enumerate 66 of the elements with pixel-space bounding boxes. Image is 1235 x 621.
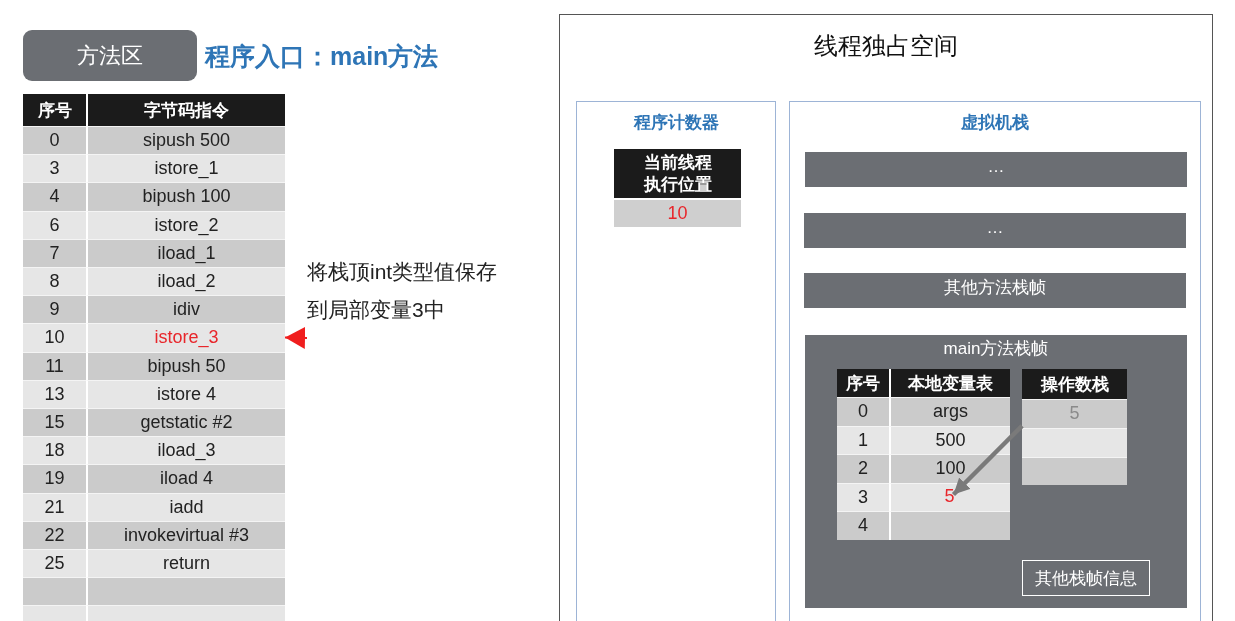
row-number-cell: 22	[23, 520, 86, 549]
instruction-cell: idiv	[86, 295, 285, 324]
panel-title: 程序计数器	[633, 112, 719, 134]
row-number-cell: 7	[23, 238, 86, 267]
stack-panel	[789, 101, 1201, 621]
row-number-cell: 21	[23, 492, 86, 521]
column-header: 本地变量表	[889, 369, 1010, 397]
column-header: 字节码指令	[86, 94, 285, 126]
row-number-cell: 1	[837, 425, 889, 454]
row-number-cell: 11	[23, 351, 86, 380]
panel-title: 虚拟机栈	[961, 112, 1029, 134]
main-frame-panel	[805, 335, 1187, 608]
instruction-cell: istore 4	[86, 379, 285, 408]
panel-title: main方法栈帧	[943, 338, 1049, 360]
column-header: 序号	[23, 94, 86, 126]
column-header: 当前线程执行位置	[642, 152, 713, 196]
instruction-cell: istore_1	[86, 154, 285, 183]
row-number-cell: 8	[23, 267, 86, 296]
row-number-cell: 6	[23, 210, 86, 239]
row-number-cell: 4	[23, 182, 86, 211]
region-tag: 方法区	[23, 30, 197, 81]
row-number-cell: 10	[23, 323, 86, 352]
instruction-cell: return	[86, 549, 285, 578]
counter-value: 10	[667, 202, 688, 225]
variable-value: 5	[943, 485, 956, 508]
annotation-text: 将栈顶int类型值保存到局部变量3中	[307, 253, 509, 349]
row-number-cell: 2	[837, 454, 889, 483]
pointer-arrow	[284, 326, 308, 349]
frame-info-box: 其他栈帧信息	[1022, 560, 1150, 596]
instruction-cell: invokevirtual #3	[86, 520, 285, 549]
row-number-cell: 19	[23, 464, 86, 493]
stack-slot-cell: 5	[1022, 399, 1127, 428]
row-number-cell: 13	[23, 379, 86, 408]
column-header: 操作数栈	[1022, 369, 1127, 399]
instruction-cell: istore_2	[86, 210, 285, 239]
row-number-cell: 3	[837, 482, 889, 511]
row-number-cell: 0	[837, 397, 889, 426]
panel-title: 线程独占空间	[814, 32, 958, 60]
row-number-cell: 0	[23, 126, 86, 155]
instruction-cell: iload_1	[86, 238, 285, 267]
instruction-cell: iload 4	[86, 464, 285, 493]
section-heading: 程序入口：main方法	[205, 41, 439, 72]
column-header: 序号	[837, 369, 889, 397]
thread-space-panel	[559, 14, 1213, 621]
instruction-cell: bipush 50	[86, 351, 285, 380]
stack-frame-bar: …	[805, 152, 1187, 187]
instruction-cell: iload_3	[86, 436, 285, 465]
instruction-cell: istore_3	[86, 323, 285, 352]
variable-cell: args	[889, 397, 1010, 426]
counter-panel	[576, 101, 776, 621]
instruction-cell: bipush 100	[86, 182, 285, 211]
stack-frame-bar: 其他方法栈帧	[804, 273, 1186, 308]
row-number-cell: 4	[837, 511, 889, 540]
row-number-cell: 15	[23, 408, 86, 437]
instruction-cell: sipush 500	[86, 126, 285, 155]
row-number-cell: 25	[23, 549, 86, 578]
row-number-cell: 18	[23, 436, 86, 465]
arrow	[951, 424, 1024, 497]
row-number-cell: 9	[23, 295, 86, 324]
instruction-cell: iload_2	[86, 267, 285, 296]
instruction-cell: iadd	[86, 492, 285, 521]
row-number-cell: 3	[23, 154, 86, 183]
stack-frame-bar: …	[804, 213, 1186, 248]
instruction-cell: getstatic #2	[86, 408, 285, 437]
counter-table	[614, 149, 741, 227]
variable-cell: 100	[889, 454, 1010, 483]
